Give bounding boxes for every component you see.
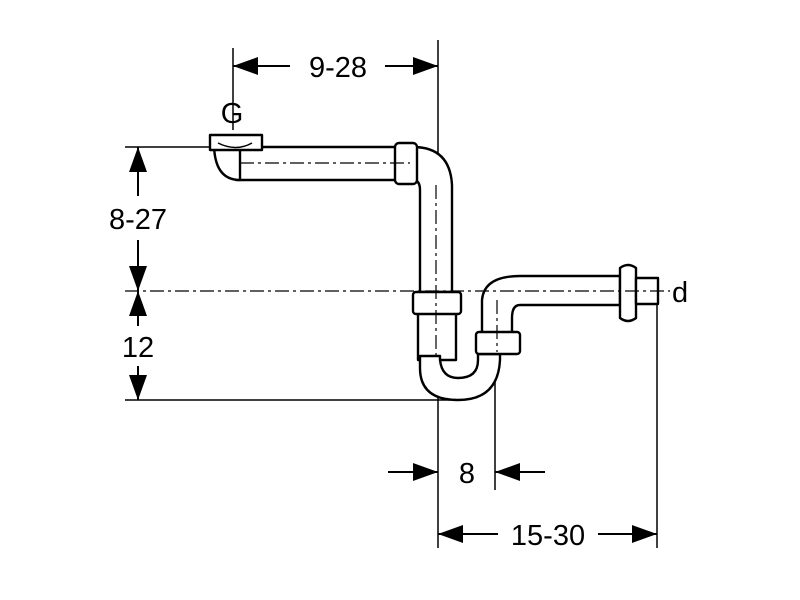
inlet-flange — [208, 133, 264, 152]
pipe-assembly — [208, 133, 660, 402]
dimension-label-trap-offset: 8 — [459, 458, 475, 490]
upper-bend-pipe — [411, 145, 454, 294]
dimension-top-width: 9-28 — [233, 52, 438, 84]
dimension-upper-height: 8-27 — [109, 147, 167, 291]
dimension-label-top-width: 9-28 — [309, 52, 367, 84]
inlet-thread-label: G — [221, 98, 244, 130]
dimension-label-lower-height: 12 — [122, 332, 154, 364]
dimension-label-upper-height: 8-27 — [109, 204, 167, 236]
outlet-riser-bend — [480, 274, 622, 338]
arrowhead-left — [495, 463, 520, 481]
inlet-flange-detail — [217, 142, 253, 149]
arrowhead-right — [413, 57, 438, 75]
u-trap-bend — [418, 352, 502, 402]
arrowhead-left — [438, 525, 463, 543]
dimension-lower-height: 12 — [122, 291, 154, 400]
trap-union-nut — [474, 330, 522, 356]
arrowhead-down — [129, 266, 147, 291]
dimension-outlet-distance: 15-30 — [438, 520, 657, 552]
vertical-coupling-nut — [411, 290, 463, 316]
outlet-diameter-label: d — [672, 277, 688, 309]
arrowhead-up — [129, 147, 147, 172]
dimension-label-outlet-distance: 15-30 — [511, 520, 585, 552]
arrowhead-down — [129, 375, 147, 400]
arrowhead-right — [413, 463, 438, 481]
arrowhead-up — [129, 291, 147, 316]
arrowhead-right — [632, 525, 657, 543]
arrowhead-left — [233, 57, 258, 75]
dip-tube — [416, 306, 458, 362]
wall-rosette — [618, 263, 638, 323]
dimension-trap-offset: 8 — [388, 458, 545, 490]
center-lines — [125, 162, 670, 360]
